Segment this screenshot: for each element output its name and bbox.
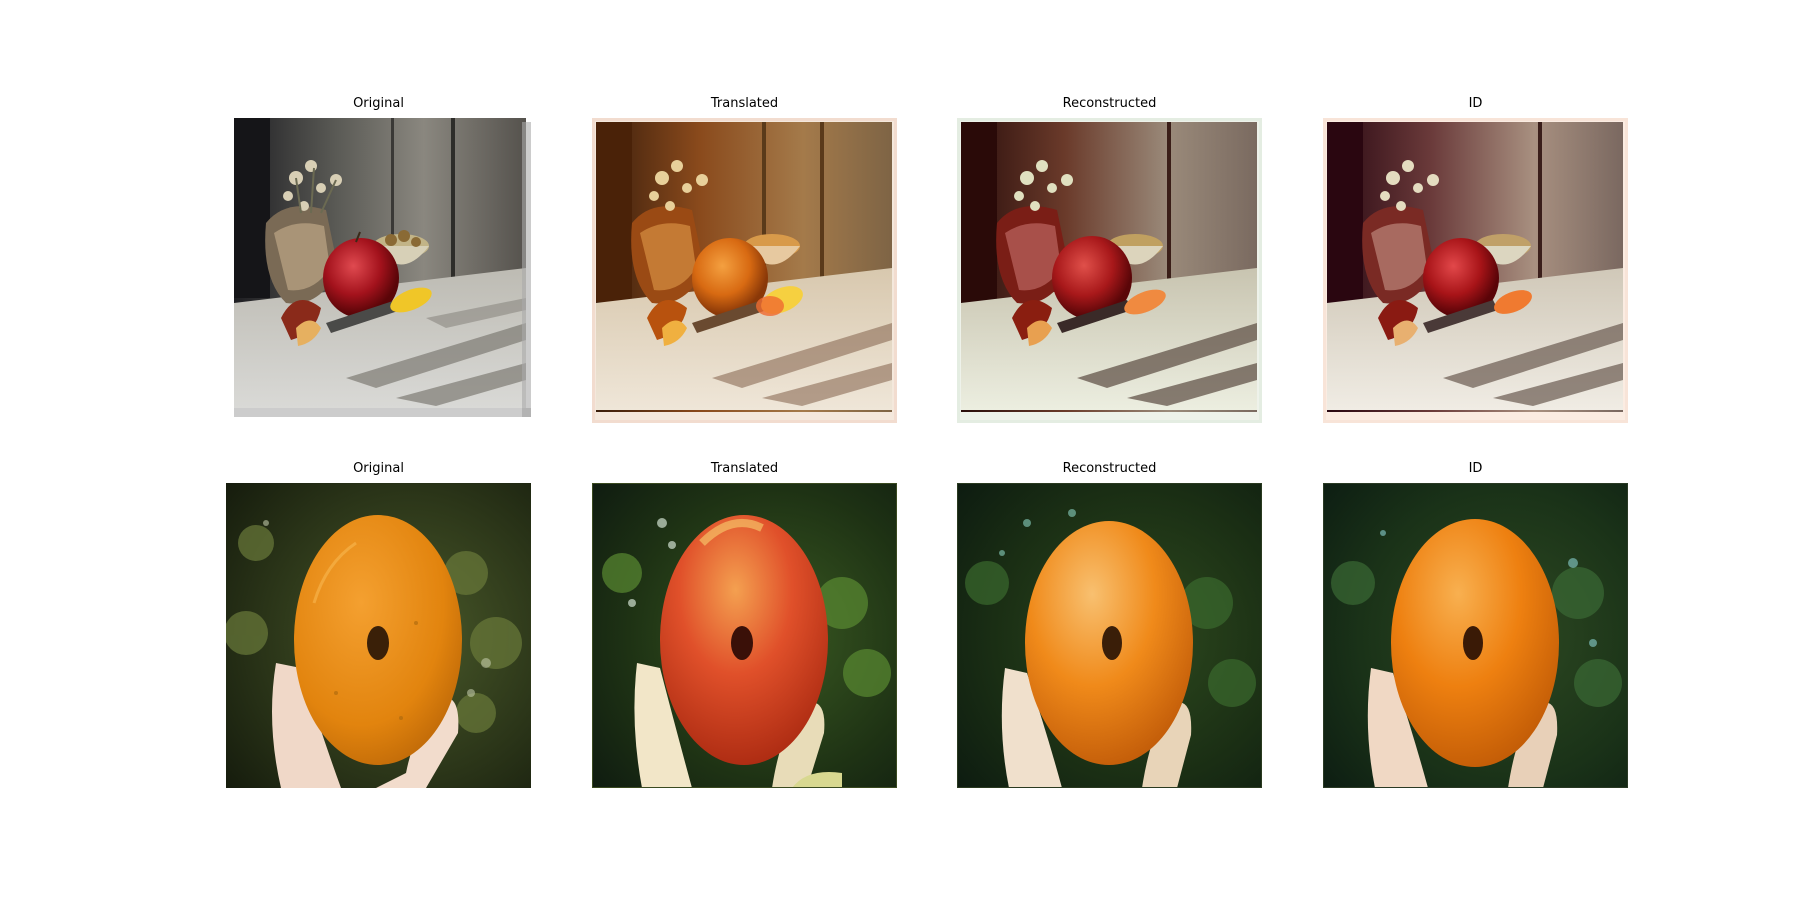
panel-title: Reconstructed (1062, 461, 1157, 476)
panel-title: ID (1468, 461, 1483, 476)
orange-translated-image (592, 483, 897, 788)
orange-original-image (226, 483, 531, 788)
panel-title: Translated (710, 96, 779, 111)
panel-title: Original (353, 461, 404, 476)
panel-title: Translated (710, 461, 779, 476)
still-life-reconstructed-image (957, 118, 1262, 423)
still-life-id-image (1323, 118, 1628, 423)
still-life-original-image (226, 118, 531, 423)
panel-title: Reconstructed (1062, 96, 1157, 111)
panel-title: ID (1468, 96, 1483, 111)
orange-id-image (1323, 483, 1628, 788)
panel-title: Original (353, 96, 404, 111)
orange-reconstructed-image (957, 483, 1262, 788)
still-life-translated-image (592, 118, 897, 423)
